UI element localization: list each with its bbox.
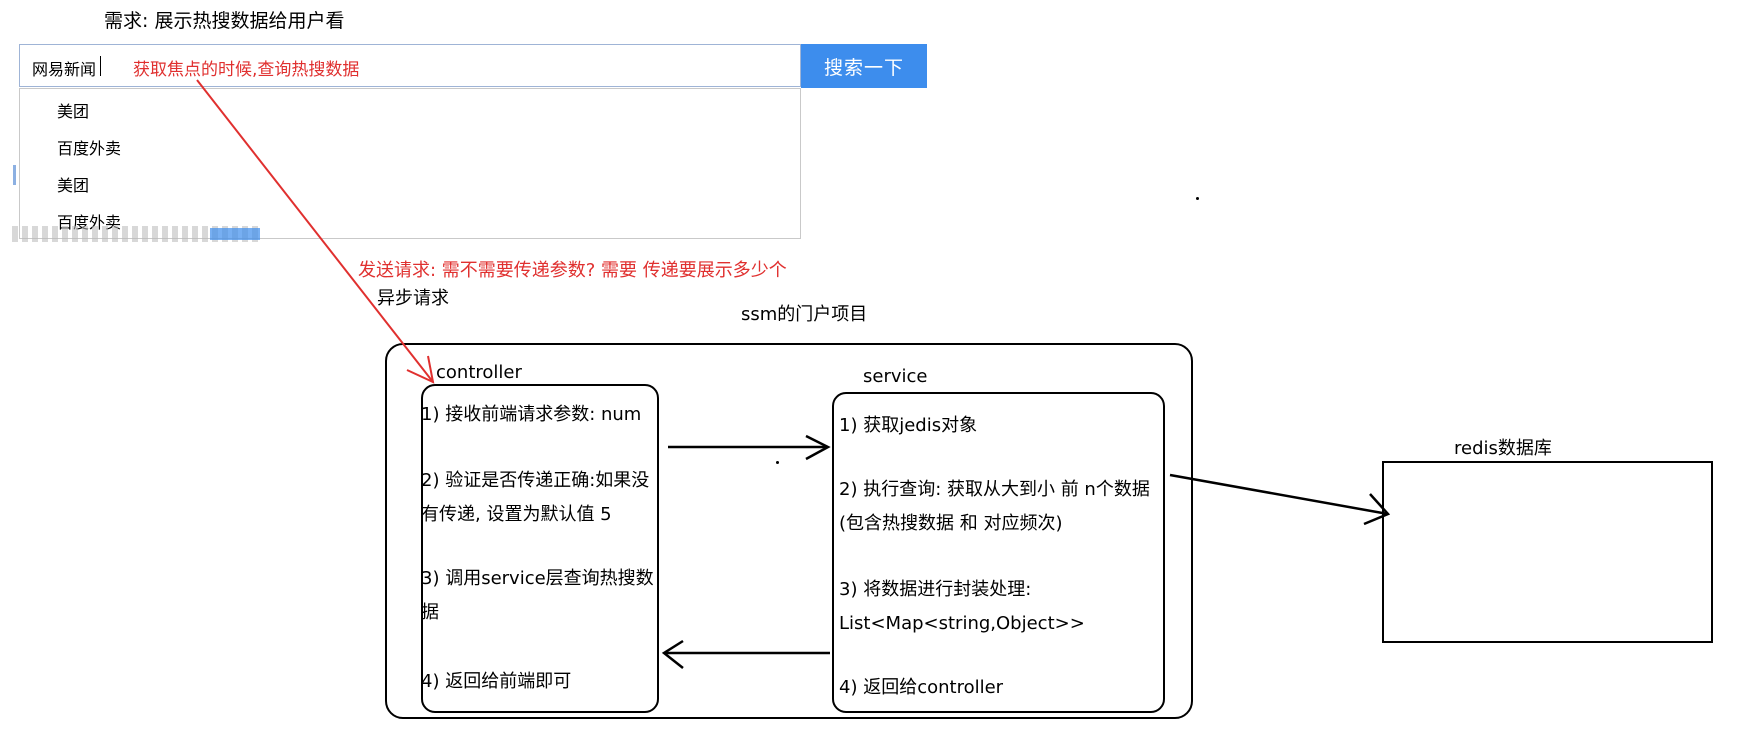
service-box xyxy=(832,392,1165,713)
suggestion-item[interactable]: 美团 xyxy=(57,176,90,195)
controller-to-service-arrow xyxy=(668,434,831,461)
redis-title: redis数据库 xyxy=(1454,438,1552,459)
service-step-3: 3) 将数据进行封装处理: List<Map<string,Object>> xyxy=(839,579,1085,634)
search-input[interactable] xyxy=(19,44,801,87)
service-title: service xyxy=(863,366,928,387)
portal-project-label: ssm的门户项目 xyxy=(741,304,868,325)
service-step-4: 4) 返回给controller xyxy=(839,677,1004,698)
requirement-title: 需求: 展示热搜数据给用户看 xyxy=(104,10,345,32)
controller-title: controller xyxy=(436,362,522,383)
search-input-value: 网易新闻 xyxy=(32,60,97,79)
controller-box xyxy=(421,384,659,713)
background-artifact xyxy=(210,228,260,240)
async-request-label: 异步请求 xyxy=(377,288,449,309)
background-artifact xyxy=(12,226,262,242)
redis-box xyxy=(1382,461,1713,643)
controller-step-1: 1) 接收前端请求参数: num xyxy=(421,404,642,425)
controller-step-4: 4) 返回给前端即可 xyxy=(421,671,572,692)
controller-step-3: 3) 调用service层查询热搜数据 xyxy=(421,568,654,623)
stray-dot xyxy=(776,461,779,464)
text-caret xyxy=(100,56,101,76)
service-to-controller-arrow xyxy=(661,639,830,669)
request-annotation: 发送请求: 需不需要传递参数? 需要 传递要展示多少个 xyxy=(358,260,787,281)
suggestion-item[interactable]: 百度外卖 xyxy=(57,139,122,158)
search-button[interactable]: 搜索一下 xyxy=(801,44,927,88)
background-artifact xyxy=(13,165,16,185)
stray-dot xyxy=(1196,197,1199,200)
suggestion-dropdown: 美团 百度外卖 美团 百度外卖 xyxy=(19,88,801,239)
service-to-redis-arrow xyxy=(1169,473,1391,526)
service-step-1: 1) 获取jedis对象 xyxy=(839,415,978,436)
portal-project-boundary xyxy=(385,343,1193,719)
controller-step-2: 2) 验证是否传递正确:如果没有传递, 设置为默认值 5 xyxy=(421,470,650,525)
request-arrow xyxy=(196,79,435,384)
service-step-2: 2) 执行查询: 获取从大到小 前 n个数据(包含热搜数据 和 对应频次) xyxy=(839,479,1150,534)
focus-annotation: 获取焦点的时候,查询热搜数据 xyxy=(133,60,360,80)
suggestion-item[interactable]: 美团 xyxy=(57,102,90,121)
